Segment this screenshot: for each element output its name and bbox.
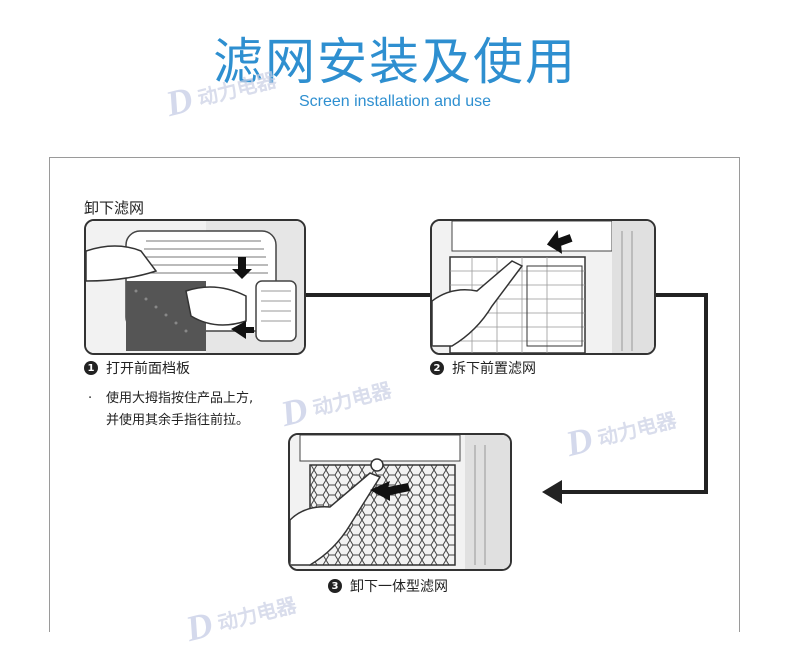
step-1-caption: 1 打开前面档板 — [84, 358, 190, 378]
step-number-2: 2 — [430, 361, 444, 375]
note-bullet: · — [88, 391, 93, 406]
step-1-label: 打开前面档板 — [106, 361, 190, 377]
note-line-2: 并使用其余手指往前拉。 — [106, 413, 250, 428]
step-1-note: · 使用大拇指按住产品上方, 并使用其余手指往前拉。 — [88, 388, 253, 432]
section-label: 卸下滤网 — [84, 199, 145, 217]
step-number-3: 3 — [328, 579, 342, 593]
instruction-frame — [49, 157, 740, 632]
step-2-illustration — [430, 219, 656, 355]
watermark-logo-icon: D — [161, 78, 197, 124]
step-number-1: 1 — [84, 361, 98, 375]
page-subtitle: Screen installation and use — [298, 93, 492, 110]
step-3-label: 卸下一体型滤网 — [350, 579, 448, 595]
step-2-caption: 2 拆下前置滤网 — [430, 358, 536, 378]
note-line-1: 使用大拇指按住产品上方, — [106, 391, 254, 406]
page-title: 滤网安装及使用 — [213, 33, 577, 91]
step-1-illustration — [84, 219, 306, 355]
step-3-illustration — [288, 433, 512, 571]
step-3-caption: 3 卸下一体型滤网 — [328, 576, 448, 596]
step-2-label: 拆下前置滤网 — [452, 361, 536, 377]
